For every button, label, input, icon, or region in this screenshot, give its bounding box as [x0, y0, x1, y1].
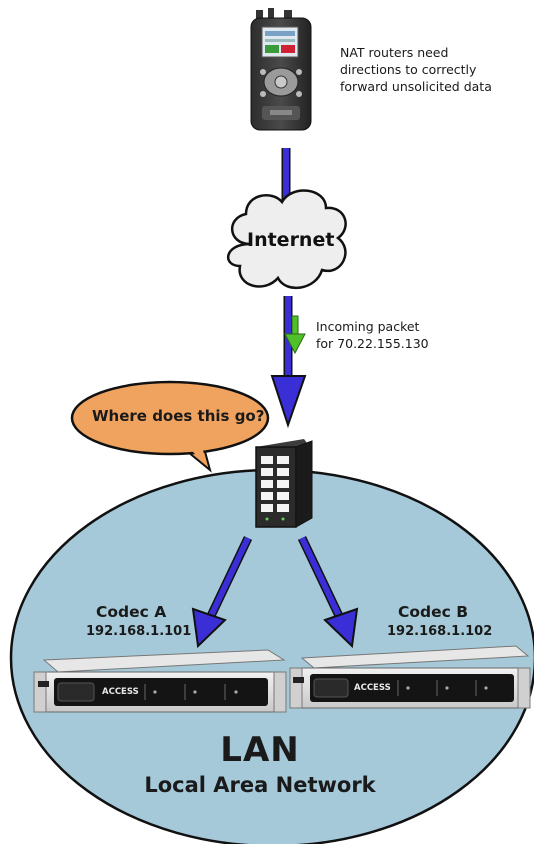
handheld-device-icon: [250, 8, 312, 131]
nat-note-line-2: directions to correctly: [340, 62, 477, 77]
nat-note-line-3: forward unsolicited data: [340, 79, 492, 94]
nat-note: NAT routers need directions to correctly…: [340, 44, 492, 95]
nat-note-line-1: NAT routers need: [340, 45, 449, 60]
arrow-to-codec-a: [191, 536, 253, 649]
codec-a-name: Codec A: [96, 603, 167, 621]
lan-subtitle: Local Area Network: [144, 773, 376, 797]
codec-b-ip: 192.168.1.102: [387, 624, 493, 639]
codec-b-name: Codec B: [398, 603, 469, 621]
lan-title: LAN: [220, 730, 300, 770]
packet-note-line-1: Incoming packet: [316, 319, 420, 334]
packet-note: Incoming packet for 70.22.155.130: [316, 318, 429, 352]
codec-a-brand: ACCESS: [102, 687, 139, 697]
packet-arrow-icon: [284, 315, 306, 355]
codec-b-brand: ACCESS: [354, 683, 391, 693]
speech-bubble: [70, 380, 270, 473]
codec-a-unit: ACCESS: [33, 649, 287, 713]
router-icon: [255, 439, 313, 528]
cloud-icon: [226, 189, 347, 290]
bubble-label: Where does this go?: [92, 407, 265, 425]
cloud-label: Internet: [247, 229, 335, 251]
arrow-to-codec-b: [297, 536, 359, 649]
codec-b-unit: ACCESS: [289, 645, 531, 709]
downlink-arrow: [270, 296, 307, 429]
packet-note-line-2: for 70.22.155.130: [316, 336, 429, 351]
codec-a-ip: 192.168.1.101: [86, 624, 192, 639]
